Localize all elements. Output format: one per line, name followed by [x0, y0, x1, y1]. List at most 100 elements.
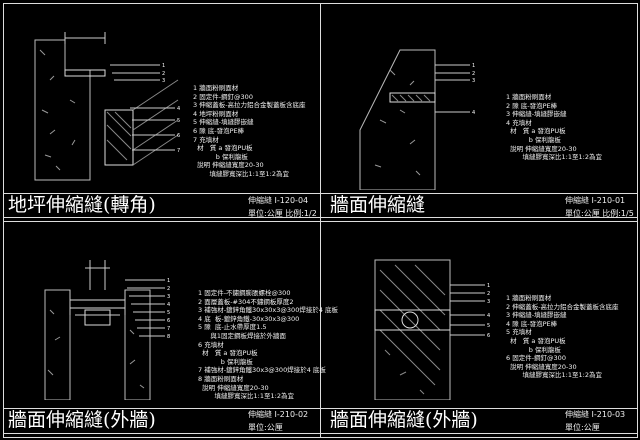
note-line: b 保利龍板: [506, 135, 561, 144]
note-line: 填縫膠寬深比1:1至1:2為宜: [506, 371, 602, 380]
note-line: 4 隙 底-發泡PE棒: [506, 319, 558, 328]
unit-scale: 單位:公厘: [565, 423, 600, 432]
cover-plate: [69, 299, 126, 326]
note-line: 5 隙 底-止水帶厚度1.5: [198, 323, 267, 332]
note-line: b 保利龍板: [193, 152, 248, 161]
title-band-line: [3, 408, 637, 409]
cover-plate: [64, 69, 106, 77]
panel-title: 牆面伸縮縫(外牆): [330, 409, 478, 431]
drawing-code: 伸縮縫 I-120-04: [248, 196, 309, 205]
panel-title: 地坪伸縮縫(轉角): [8, 194, 156, 216]
detail-drawing-floor-corner: 1 2 3 4 5 6 7: [34, 32, 180, 181]
leader-lines: [110, 64, 175, 151]
panel-divider-vertical: [320, 3, 321, 437]
wall-section: [374, 259, 451, 400]
note-line: 材 質 a 發泡PU板: [193, 144, 253, 153]
note-line: 材 質 a 發泡PU板: [506, 336, 566, 345]
note-line: 1 固定件-不鏽鋼膨脹螺栓@300: [198, 289, 291, 297]
callout-label: 1: [487, 283, 490, 289]
callout-label: 4: [177, 106, 180, 112]
drawing-code: 伸縮縫 I-210-01: [565, 196, 626, 205]
note-line: 6 隙 底-發泡PE棒: [193, 126, 245, 135]
wall-section: [359, 49, 436, 190]
concrete-hatch: [47, 309, 145, 389]
concrete-hatch: [39, 49, 76, 171]
filler-block: [389, 92, 436, 103]
leader-lines: [435, 64, 470, 113]
callout-label: 3: [167, 294, 170, 300]
detail-drawing-exterior-wall-2: 1 2 3 4 5 6: [374, 259, 490, 400]
note-line: 5 伸縮縫-填縫膠嵌縫: [193, 118, 254, 127]
callout-label: 2: [487, 291, 490, 297]
pe-backer-rod: [401, 311, 419, 329]
callout-label: 7: [177, 148, 180, 154]
note-line: 填縫膠寬深比1:1至1:2為宜: [506, 153, 602, 162]
note-line: 3 伸縮縫-填縫膠嵌縫: [506, 110, 567, 119]
callout-label: 4: [472, 110, 475, 116]
note-line: 1 牆面粉刷面材: [193, 84, 239, 92]
note-line: 說明 伸縮縫寬度20-30: [506, 144, 577, 153]
note-line: 7 充填材: [193, 135, 219, 144]
leader-lines: [125, 279, 165, 337]
note-line: 2 固定件-鋼釘@300: [193, 92, 253, 101]
drawing-code: 伸縮縫 I-210-03: [565, 410, 626, 419]
concrete-hatch: [379, 264, 446, 395]
callout-label: 6: [167, 318, 170, 324]
callout-label: 3: [472, 78, 475, 84]
note-line: 與1固定鋼板焊接於外牆面: [198, 331, 287, 340]
callout-label: 5: [177, 118, 180, 124]
filler-hatch: [106, 111, 132, 161]
callout-label: 4: [487, 313, 490, 319]
filler-hatch: [391, 94, 431, 102]
panel-title: 牆面伸縮縫: [330, 194, 426, 216]
panel-title: 牆面伸縮縫(外牆): [8, 409, 156, 431]
detail-drawing-wall: 1 2 3 4: [359, 49, 475, 190]
note-line: 7 補強材-鍍鋅角鐵30x3@300焊接於4 底板: [198, 366, 326, 375]
callout-label: 1: [162, 63, 165, 69]
note-line: 4 地坪粉刷面材: [193, 109, 239, 118]
callout-label: 5: [487, 323, 490, 329]
callout-label: 5: [167, 310, 170, 316]
title-band-line: [3, 193, 637, 194]
wall-section: [34, 39, 91, 181]
callout-label: 6: [487, 333, 490, 339]
note-line: 5 充填材: [506, 328, 532, 337]
note-line: 4 底 板-鍍鋅角鐵-30x30x3@300: [198, 314, 300, 323]
dimension-lines: [64, 32, 106, 44]
note-line: 2 面層蓋板-#304不鏽鋼板厚度2: [198, 297, 294, 306]
callout-label: 1: [472, 63, 475, 69]
detail-drawing-exterior-wall: 1 2 3 4 5 6 7 8: [44, 260, 170, 400]
leader-lines: [450, 284, 485, 336]
slope-lines: [132, 79, 179, 166]
note-line: 8 牆面粉刷面材: [198, 374, 244, 383]
callout-label: 2: [167, 286, 170, 292]
wall-left: [44, 289, 71, 400]
note-line: 說明 伸縮縫寬度20-30: [506, 362, 577, 371]
callout-label: 7: [167, 326, 170, 332]
filler-block: [374, 309, 451, 331]
note-line: 3 伸縮蓋板-高拉力鋁合金製蓋板含底座: [193, 101, 306, 110]
concrete-hatch: [374, 69, 421, 176]
callout-label: 1: [167, 278, 170, 284]
note-line: 1 牆面粉刷面材: [506, 93, 552, 101]
note-line: 2 伸縮蓋板-高拉力鋁合金製蓋板含底座: [506, 302, 619, 311]
title-band-line: [3, 217, 637, 218]
note-line: 材 質 a 發泡PU板: [506, 127, 566, 136]
unit-scale: 單位:公厘: [248, 423, 283, 432]
note-line: 2 隙 底-發泡PE棒: [506, 101, 558, 110]
note-line: 6 充填材: [198, 340, 224, 349]
callout-label: 3: [162, 78, 165, 84]
callout-numbers: 1 2 3 4 5 6 7: [162, 63, 180, 154]
dimension-lines: [85, 260, 110, 290]
note-line: 填縫膠寬深比1:1至1:2為宜: [198, 392, 294, 401]
note-line: 6 固定件-鋼釘@300: [506, 354, 566, 363]
title-band-line: [3, 433, 637, 434]
note-line: 3 補強材-鍍鋅角鐵30x30x3@300焊接於4 底板: [198, 306, 339, 315]
filler-block: [104, 109, 134, 166]
drawing-code: 伸縮縫 I-210-02: [248, 410, 309, 419]
note-line: 填縫膠寬深比1:1至1:2為宜: [193, 169, 289, 178]
